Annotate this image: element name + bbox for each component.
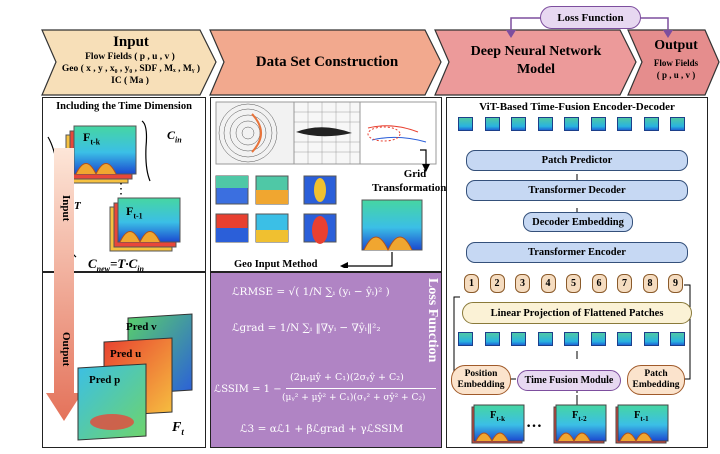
patch-embedding-label-1: Patch: [644, 369, 668, 379]
flow-patch: [537, 117, 553, 131]
flow-patch: [670, 332, 685, 346]
dnn-panel: [446, 97, 708, 448]
pred-p-label: Pred p: [89, 374, 121, 386]
output-header-line1: Flow Fields: [653, 58, 699, 68]
input-patch-row: [458, 332, 698, 348]
position-embedding-label-1: Position: [464, 369, 498, 379]
flow-patch: [643, 332, 659, 346]
linear-projection-box: Linear Projection of Flattened Patches: [462, 302, 692, 324]
token-1: 1: [464, 274, 479, 293]
token-8: 8: [642, 274, 658, 293]
prediction-stack-graphic: [77, 313, 193, 441]
grid-label-1: Grid: [403, 168, 427, 180]
dataset-header-title: Data Set Construction: [255, 54, 399, 70]
bottom-frames-graphic: [471, 395, 669, 444]
flow-patch: [590, 117, 606, 131]
output-header-line2: ( p , u , v ): [656, 70, 696, 80]
time-fusion-label: Time Fusion Module: [524, 375, 614, 386]
frame-dots: …: [526, 414, 542, 431]
svg-text:⋮: ⋮: [114, 182, 128, 197]
ssim-fraction-bar: [286, 388, 436, 389]
flow-patch: [484, 117, 500, 131]
f-t-label: Ft: [172, 420, 184, 437]
t-label: T: [74, 200, 81, 212]
time-fusion-box: Time Fusion Module: [517, 370, 621, 391]
flow-patch: [537, 332, 553, 346]
dataset-panel: [210, 97, 442, 272]
output-panel: [42, 272, 206, 448]
grid-label-2: Transformation: [372, 182, 447, 194]
flow-patch: [458, 332, 473, 346]
token-3: 3: [515, 274, 530, 293]
linear-projection-label: Linear Projection of Flattened Patches: [490, 307, 664, 319]
frame-tk-label: Ft-k: [490, 410, 505, 424]
transformer-encoder-box: Transformer Encoder: [466, 242, 688, 263]
flow-patch: [670, 117, 685, 131]
f-t1-label: Ft-1: [126, 204, 143, 221]
loss-function-box: Loss Function: [540, 6, 641, 29]
flow-patch: [511, 332, 526, 346]
input-header-line3: IC ( Ma ): [111, 76, 149, 86]
frame-t1-label: Ft-1: [634, 410, 649, 424]
flow-patch: [643, 117, 659, 131]
token-5: 5: [566, 274, 581, 293]
token-4: 4: [540, 274, 556, 293]
flow-patch: [564, 332, 579, 346]
decoder-embedding-box: Decoder Embedding: [523, 212, 633, 232]
pred-v-label: Pred v: [126, 321, 157, 333]
flow-patch: [458, 117, 473, 131]
c-new-formula: Cnew=T·Cin: [88, 256, 144, 274]
position-embedding-box: Position Embedding: [451, 365, 511, 395]
token-6: 6: [591, 274, 607, 293]
token-9: 9: [668, 274, 683, 293]
input-panel: [42, 97, 206, 272]
patch-embedding-box: Patch Embedding: [627, 365, 685, 395]
ssim-formula-top: (2μᵧμŷ + C₁)(2σᵧŷ + C₂): [290, 372, 404, 383]
input-output-arrow: [46, 148, 82, 421]
output-header-title: Output: [654, 38, 698, 53]
dnn-header-line2: Model: [516, 62, 556, 77]
flow-patch: [617, 332, 632, 346]
dnn-title: ViT-Based Time-Fusion Encoder-Decoder: [479, 101, 675, 113]
patch-predictor-label: Patch Predictor: [541, 155, 613, 166]
loss-function-vertical: Loss Function: [425, 278, 440, 363]
output-patch-row: [458, 117, 698, 133]
loss-function-label: Loss Function: [557, 11, 624, 24]
loss-panel: [210, 272, 442, 448]
frame-t2-label: Ft-2: [572, 410, 587, 424]
transformer-decoder-box: Transformer Decoder: [466, 180, 688, 201]
dnn-header-line1: Deep Neural Network: [470, 44, 602, 59]
token-2: 2: [489, 274, 505, 293]
time-dimension-label: Including the Time Dimension: [56, 101, 192, 112]
input-header-line1: Flow Fields ( p , u , v ): [85, 52, 175, 62]
header-arrows: [41, 17, 720, 96]
pred-u-label: Pred u: [110, 348, 142, 360]
transformer-decoder-label: Transformer Decoder: [528, 185, 626, 196]
patch-predictor-box: Patch Predictor: [466, 150, 688, 171]
input-arrow-label: Input: [60, 195, 72, 222]
input-header-line2: Geo ( x , y , x₀ , y₀ , SDF , Mₓ , Mᵧ ): [61, 64, 201, 74]
flow-patch: [590, 332, 606, 346]
flow-patch: [511, 117, 526, 131]
flow-patch: [564, 117, 579, 131]
total-loss-formula: ℒ3 = αℒ1 + βℒgrad + γℒSSIM: [240, 423, 404, 435]
flow-patch: [484, 332, 500, 346]
input-header-title: Input: [113, 34, 149, 50]
rmse-formula: ℒRMSE = √( 1/N ∑ᵢ (yᵢ − ŷᵢ)² ): [232, 286, 390, 298]
token-7: 7: [617, 274, 632, 293]
flow-patch: [617, 117, 632, 131]
patch-embedding-label-2: Embedding: [632, 380, 680, 390]
position-embedding-label-2: Embedding: [457, 380, 505, 390]
f-tk-label: Ft-k: [83, 130, 101, 147]
input-stack-graphic: ⋮: [47, 120, 181, 258]
geo-input-label: Geo Input Method: [234, 259, 318, 270]
ssim-formula-left: ℒSSIM = 1 −: [214, 384, 282, 395]
grad-formula: ℒgrad = 1/N ∑ᵢ ‖∇yᵢ − ∇ŷᵢ‖²₂: [232, 322, 381, 334]
decoder-embedding-label: Decoder Embedding: [532, 216, 624, 228]
mesh-graphic: [215, 101, 437, 268]
ssim-formula-bottom: (μᵧ² + μŷ² + C₁)(σᵧ² + σŷ² + C₂): [282, 393, 426, 403]
c-in-label: Cin: [167, 128, 182, 145]
transformer-encoder-label: Transformer Encoder: [528, 247, 626, 258]
